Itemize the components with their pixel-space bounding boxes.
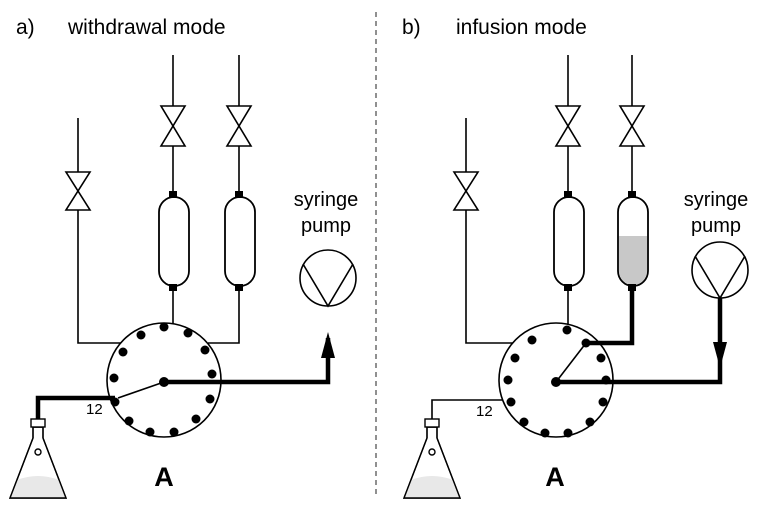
panel-b-tag: b) [402, 16, 421, 39]
vessel-1-cap [169, 191, 177, 198]
panel-a-vessels [158, 191, 256, 291]
vessel-2 [224, 196, 256, 287]
panel-a-flask-icon [8, 418, 68, 499]
port-number-label: 12 [476, 403, 493, 420]
valve-icon [554, 105, 582, 147]
pump-label-line1: syringe [684, 189, 748, 211]
valve-to-vessel-path [586, 290, 635, 346]
pump-icon [299, 249, 357, 307]
valve-icon [618, 105, 646, 147]
panel-a-valves [64, 105, 253, 211]
vent-line [465, 118, 516, 344]
vessel-2-cap [628, 191, 636, 198]
panel-b-flow-path [556, 290, 723, 385]
vessel-2-cap [235, 284, 243, 291]
pump-label-line1: syringe [294, 189, 358, 211]
valve-label: A [154, 462, 174, 492]
pump-symbol [302, 263, 354, 308]
valve-icon [452, 171, 480, 211]
panel-b-flask-icon [402, 418, 462, 499]
vessel-2-cap [628, 284, 636, 291]
flow-arrow-up-icon [321, 332, 335, 358]
pump-icon [691, 241, 749, 299]
pump-symbol [694, 255, 746, 300]
panel-b-title: infusion mode [456, 16, 587, 39]
valve-ports [109, 322, 217, 437]
vessel-1 [158, 196, 190, 287]
panel-a-thin-lines [77, 55, 240, 344]
valve-icon [64, 171, 92, 211]
valve-rotor [117, 381, 165, 399]
panel-b-vessels [553, 191, 649, 291]
valve-rotor [555, 342, 587, 383]
pump-to-valve-path [556, 296, 723, 385]
vent-line [77, 118, 128, 344]
pump-label-line2: pump [691, 215, 741, 237]
vessel-1-cap [169, 284, 177, 291]
panel-a-syringe-pump: syringe pump [294, 189, 358, 308]
panel-a-title: withdrawal mode [67, 16, 226, 39]
vessel-2-liquid [619, 236, 647, 285]
panel-b-syringe-pump: syringe pump [684, 189, 749, 300]
valve-icon [225, 105, 253, 147]
vessel-1-cap [564, 191, 572, 198]
vessel-1-cap [564, 284, 572, 291]
port-number-label: 12 [86, 401, 103, 418]
valve-label: A [545, 462, 565, 492]
flow-arrow-down-icon [713, 342, 727, 368]
pump-label-line2: pump [301, 215, 351, 237]
panel-a-tag: a) [16, 16, 35, 39]
panel-b: b) infusion mode [402, 16, 749, 499]
panel-b-valves [452, 105, 646, 211]
valve-icon [159, 105, 187, 147]
vessel-2-line [208, 55, 240, 344]
vessel-1 [553, 196, 585, 287]
vessel-2-cap [235, 191, 243, 198]
panel-a: a) withdrawal mode [8, 16, 358, 499]
